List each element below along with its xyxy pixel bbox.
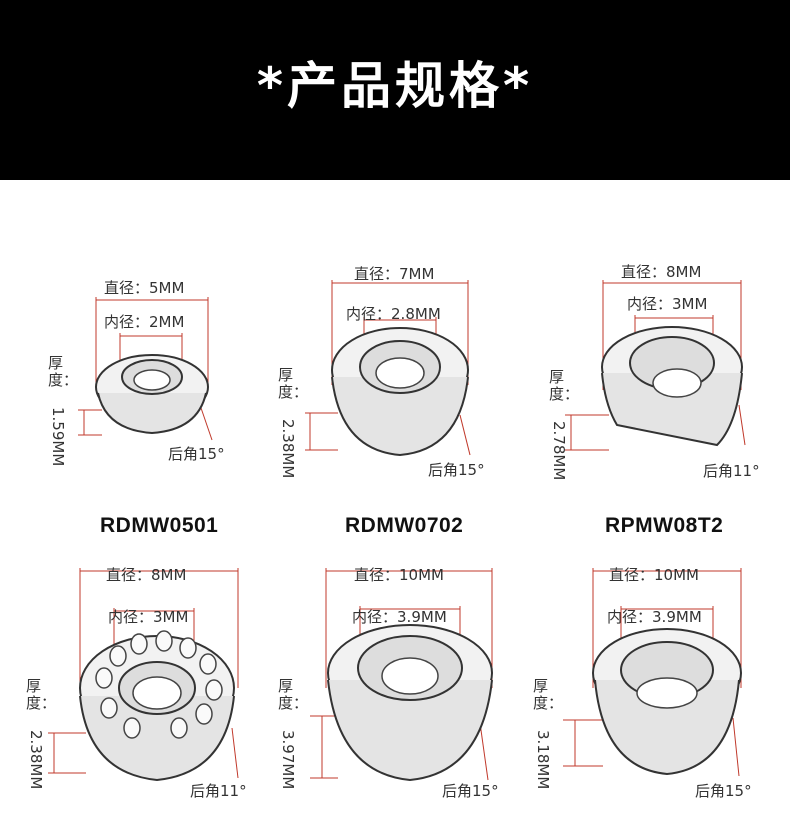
insert-card: 直径：5MM 内径：2MM 厚度： 1.59MM 后角15°: [40, 255, 303, 525]
relief-angle: 后角15°: [695, 782, 752, 800]
insert-drawing-icon: [565, 280, 746, 451]
insert-drawing-icon: [305, 280, 471, 457]
outer-diameter: 直径：10MM: [354, 566, 444, 584]
page-title: *产品规格*: [256, 57, 534, 115]
insert-card: 直径：8MM 内径：3MM 厚度： 2.78MM 后角11°: [527, 255, 790, 525]
thickness: 厚度： 1.59MM: [48, 354, 79, 467]
inner-diameter: 内径：3MM: [108, 608, 189, 626]
insert-drawing-icon: [310, 568, 493, 782]
outer-diameter: 直径：8MM: [106, 566, 187, 584]
inner-diameter: 内径：2.8MM: [346, 305, 441, 323]
model-label: RDMW0501: [100, 514, 219, 537]
insert-card: 直径：8MM 内径：3MM 厚度： 2.38MM 后角11°: [14, 548, 277, 818]
outer-diameter: 直径：5MM: [104, 279, 185, 297]
thickness: 厚度： 2.38MM: [26, 677, 57, 790]
thickness: 厚度： 2.38MM: [278, 366, 309, 479]
outer-diameter: 直径：7MM: [354, 265, 435, 283]
relief-angle: 后角15°: [442, 782, 499, 800]
inner-diameter: 内径：2MM: [104, 313, 185, 331]
thickness: 厚度： 2.78MM: [549, 368, 580, 481]
inner-diameter: 内径：3MM: [627, 295, 708, 313]
thickness: 厚度： 3.97MM: [278, 677, 309, 790]
model-label: RDMW0702: [345, 514, 464, 537]
insert-drawing-icon: [48, 568, 239, 782]
model-label: RPMW08T2: [605, 514, 724, 537]
outer-diameter: 直径：8MM: [621, 263, 702, 281]
relief-angle: 后角15°: [428, 461, 485, 479]
relief-angle: 后角15°: [168, 445, 225, 463]
inner-diameter: 内径：3.9MM: [607, 608, 702, 626]
thickness: 厚度： 3.18MM: [533, 677, 564, 790]
insert-drawing-icon: [563, 568, 742, 777]
relief-angle: 后角11°: [190, 782, 247, 800]
insert-card: 直径：10MM 内径：3.9MM 厚度： 3.97MM 后角15°: [270, 548, 533, 818]
title-banner: *产品规格*: [0, 0, 790, 180]
inner-diameter: 内径：3.9MM: [352, 608, 447, 626]
relief-angle: 后角11°: [703, 462, 760, 480]
insert-card: 直径：7MM 内径：2.8MM 厚度： 2.38MM 后角15°: [270, 255, 533, 525]
insert-card: 直径：10MM 内径：3.9MM 厚度： 3.18MM 后角15°: [527, 548, 790, 818]
outer-diameter: 直径：10MM: [609, 566, 699, 584]
insert-drawing-icon: [78, 297, 213, 441]
